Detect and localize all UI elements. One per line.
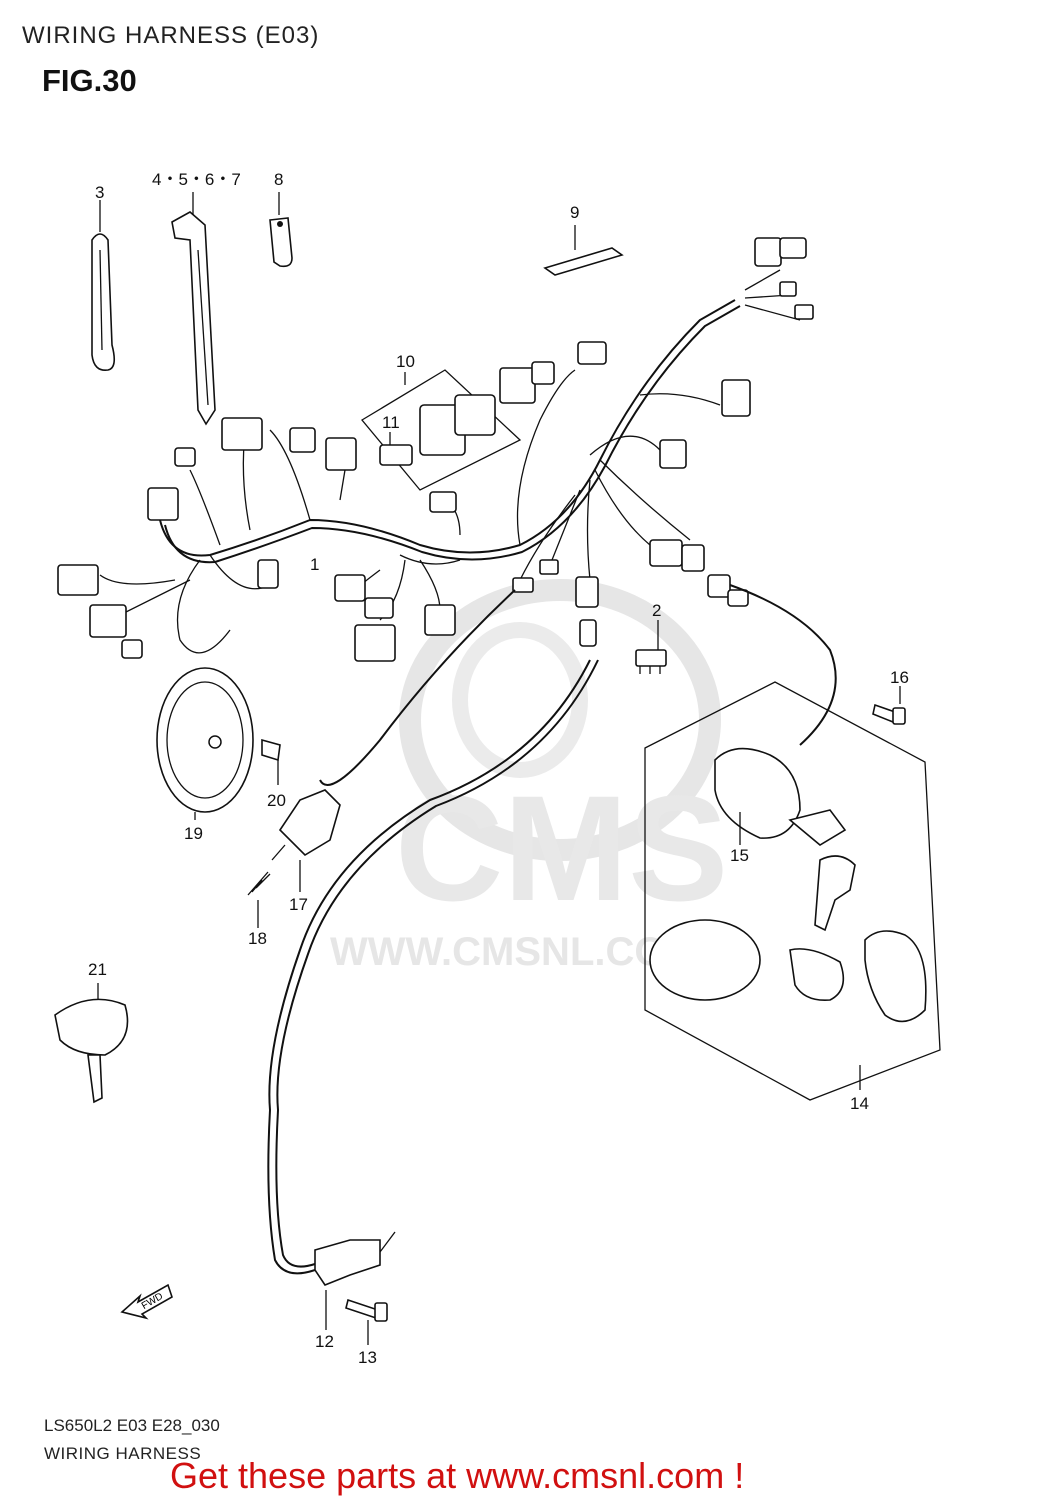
part-10-11-relay-set[interactable] <box>361 369 522 491</box>
callout-9: 9 <box>570 203 579 222</box>
callout-14: 16 <box>890 668 909 687</box>
callout-21: 21 <box>88 960 107 979</box>
callout-19: 19 <box>184 824 203 843</box>
callout-15: 17 <box>289 895 308 914</box>
callout-2: 2 <box>652 601 661 620</box>
part-2-diode[interactable] <box>635 649 667 674</box>
part-8-clamp[interactable] <box>269 217 293 268</box>
callout-10: 10 <box>396 352 415 371</box>
callout-1: 1 <box>310 555 319 574</box>
callout-8: 8 <box>274 170 283 189</box>
callout-3: 3 <box>95 183 104 202</box>
page-title: WIRING HARNESS (E03) <box>22 22 320 49</box>
figure-number: FIG.30 <box>42 63 137 98</box>
part-17-switch-lead[interactable] <box>267 659 599 1286</box>
callout-labels: 3 4・5・6・7 8 9 10 11 1 2 16 15 20 19 17 1… <box>88 170 909 1367</box>
callout-11: 11 <box>382 413 400 432</box>
part-16-spring[interactable] <box>247 871 271 896</box>
callout-13: 15 <box>730 846 749 865</box>
diagram-code: LS650L2 E03 E28_030 <box>44 1416 220 1435</box>
callout-17: 12 <box>315 1332 334 1351</box>
fwd-arrow-icon: FWD <box>120 1283 173 1320</box>
part-19-horn[interactable] <box>156 667 254 813</box>
connector-group[interactable] <box>57 237 814 662</box>
main-harness[interactable] <box>99 269 801 654</box>
part-4-7-cable-tie[interactable] <box>171 211 216 426</box>
watermark-url: WWW.CMSNL.COM <box>330 930 699 974</box>
part-21-key[interactable] <box>54 998 129 1104</box>
callout-16: 18 <box>248 929 267 948</box>
part-9-label[interactable] <box>543 247 624 276</box>
callout-12: 14 <box>850 1094 869 1113</box>
part-12-lock-set[interactable] <box>644 584 941 1101</box>
part-3-strap[interactable] <box>91 233 116 372</box>
part-20-screw[interactable] <box>261 738 281 785</box>
diagram-subtitle: WIRING HARNESS <box>44 1444 202 1463</box>
part-14-bolt[interactable] <box>872 703 906 725</box>
callout-18: 13 <box>358 1348 377 1367</box>
promo-link[interactable]: Get these parts at www.cmsnl.com ! <box>170 1455 745 1496</box>
part-18-bolt[interactable] <box>345 1298 388 1322</box>
callout-20: 20 <box>267 791 286 810</box>
callout-4-7: 4・5・6・7 <box>152 170 241 189</box>
watermark-brand: CMS <box>395 764 728 932</box>
part-15-switch[interactable] <box>271 589 516 861</box>
